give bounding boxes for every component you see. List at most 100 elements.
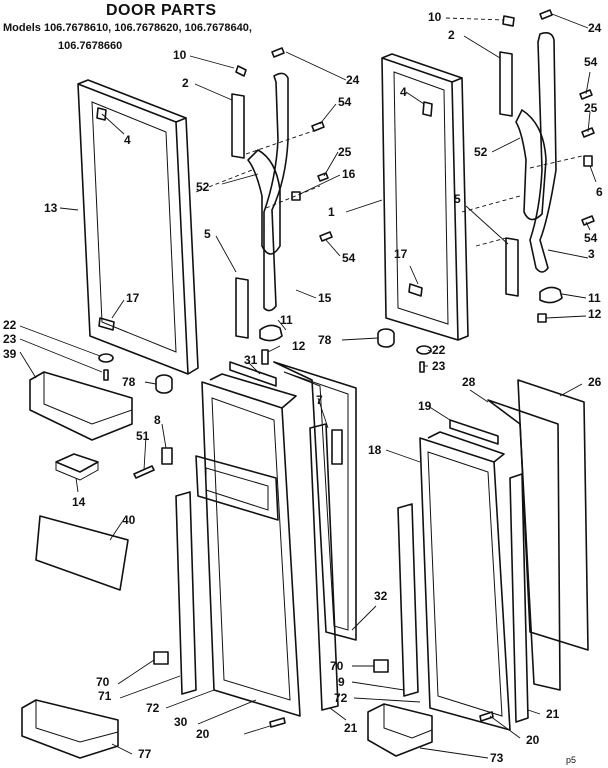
callout-13: 13	[44, 201, 58, 215]
bracket-part-8	[161, 447, 173, 465]
callout-30: 30	[174, 715, 188, 729]
screw-part-20-right	[479, 711, 494, 722]
callout-7: 7	[316, 393, 323, 407]
callout-20: 20	[196, 727, 210, 741]
latch-part-7	[331, 429, 343, 465]
callout-25: 25	[338, 145, 352, 159]
callout-23: 23	[3, 332, 17, 346]
hinge-part-left	[259, 324, 283, 342]
callout-70: 70	[96, 675, 110, 689]
callout-2-right: 2	[448, 28, 455, 42]
callout-25-right: 25	[584, 101, 598, 115]
callout-21: 21	[344, 721, 358, 735]
callout-52: 52	[196, 180, 210, 194]
callout-28: 28	[462, 375, 476, 389]
page-code: p5	[566, 755, 577, 765]
freezer-handle-assembly	[231, 72, 289, 339]
shelf-trim-31	[229, 361, 277, 387]
callout-54: 54	[338, 95, 352, 109]
callout-14: 14	[72, 495, 86, 509]
callout-11: 11	[280, 313, 293, 327]
breaker-strip-center	[309, 423, 339, 711]
callout-12: 12	[292, 339, 306, 353]
cam-part-70-left	[153, 651, 169, 665]
callout-11-right: 11	[588, 291, 601, 305]
breaker-strip-left	[175, 491, 197, 695]
callout-4-right: 4	[400, 85, 407, 99]
callout-51: 51	[136, 429, 150, 443]
callout-71: 71	[98, 689, 112, 703]
shelf-trim-19	[449, 419, 499, 445]
screw-part-51	[133, 465, 155, 479]
fresh-food-gasket	[487, 399, 561, 691]
callout-54-right-lower: 54	[584, 231, 598, 245]
callout-24: 24	[346, 73, 360, 87]
callout-19: 19	[418, 399, 432, 413]
hinge-part-right	[539, 286, 563, 304]
callout-21-right: 21	[546, 707, 560, 721]
door-shelf-bins-left	[29, 371, 133, 591]
model-numbers-line-1: Models 106.7678610, 106.7678620, 106.767…	[3, 22, 252, 34]
hinge-bushing-part-right	[408, 283, 423, 297]
callout-10-right: 10	[428, 10, 442, 24]
callout-31: 31	[244, 353, 258, 367]
washer-part-left	[98, 353, 114, 363]
callout-78: 78	[122, 375, 136, 389]
callout-4: 4	[124, 133, 131, 147]
model-numbers-line-2: 106.7678660	[58, 40, 123, 52]
freezer-gasket	[273, 361, 357, 641]
callout-77: 77	[138, 747, 152, 761]
hinge-shim-right	[537, 313, 547, 323]
callout-22-right: 22	[432, 343, 446, 357]
callout-8: 8	[154, 413, 161, 427]
freezer-door-panel	[77, 79, 199, 375]
callout-18: 18	[368, 443, 382, 457]
fresh-food-handle-assembly	[499, 32, 557, 297]
callout-12-right: 12	[588, 307, 602, 321]
callout-32: 32	[374, 589, 388, 603]
hinge-pin-left	[261, 349, 269, 365]
door-stop-part	[96, 107, 107, 121]
callout-54-right: 54	[584, 55, 598, 69]
callout-5-right: 5	[454, 192, 461, 206]
callout-15: 15	[318, 291, 332, 305]
door-stop-part-right	[422, 101, 433, 117]
callout-3: 3	[588, 247, 595, 261]
callout-52-right: 52	[474, 145, 488, 159]
breaker-strip-right	[397, 503, 419, 697]
callout-72: 72	[146, 701, 160, 715]
callout-17-right: 17	[394, 247, 408, 261]
callout-10: 10	[173, 48, 187, 62]
washer-part-right	[416, 345, 432, 355]
callout-6: 6	[596, 185, 603, 199]
screw-hardware-left	[235, 47, 333, 242]
cam-part-70-right	[373, 659, 389, 673]
callout-20-right: 20	[526, 733, 540, 747]
screw-hardware-right	[502, 9, 595, 226]
callout-16: 16	[342, 167, 356, 181]
roller-part-right	[377, 328, 395, 348]
fresh-food-door-panel	[381, 53, 469, 341]
screw-part-left	[103, 369, 109, 381]
callout-72-right: 72	[334, 691, 348, 705]
hinge-bushing-part	[98, 317, 115, 331]
screw-part-20-left	[269, 717, 286, 728]
callout-70-right: 70	[330, 659, 344, 673]
callout-9: 9	[338, 675, 345, 689]
fresh-food-door-liner	[419, 431, 511, 731]
roller-part-left	[155, 374, 173, 394]
page-title: DOOR PARTS	[106, 2, 217, 19]
callout-26: 26	[588, 375, 602, 389]
callout-leader-lines	[19, 13, 597, 759]
callout-78-right: 78	[318, 333, 332, 347]
callout-22: 22	[3, 318, 17, 332]
callout-5: 5	[204, 227, 211, 241]
callout-24-right: 24	[588, 21, 602, 35]
callout-1: 1	[328, 205, 335, 219]
screw-part-right	[419, 361, 425, 373]
freezer-door-liner	[195, 373, 301, 717]
insulation-panel-26	[517, 379, 589, 651]
callout-23-right: 23	[432, 359, 446, 373]
callout-39: 39	[3, 347, 17, 361]
callout-17: 17	[126, 291, 140, 305]
